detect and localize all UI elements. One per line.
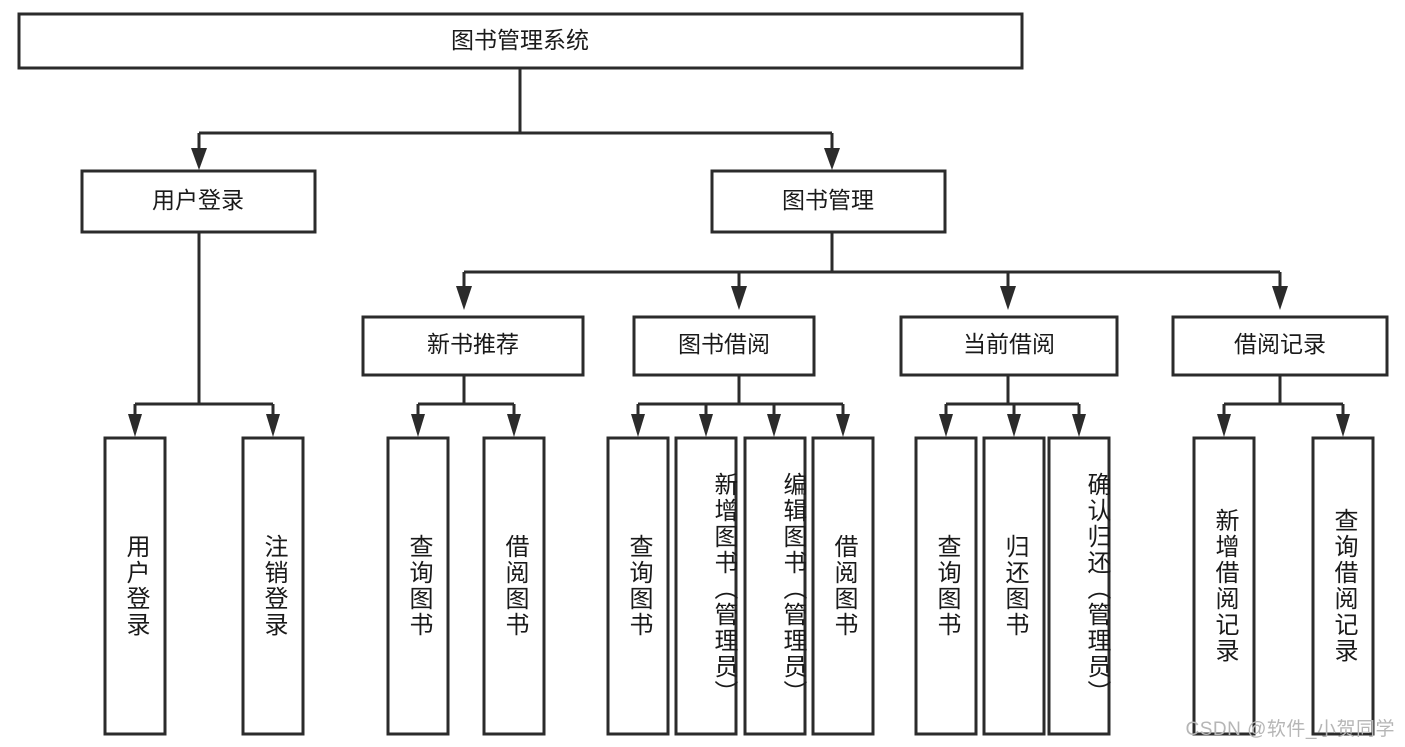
node-borrow-record-label: 借阅记录 [1234, 331, 1326, 357]
connector-group-current-borrow [939, 376, 1086, 437]
node-book-borrow-box[interactable] [632, 315, 816, 377]
arrowhead-leaf-query-book-3 [939, 414, 953, 437]
connector-group-book-manage [456, 232, 1288, 310]
leaf-box-query-record[interactable] [1311, 436, 1375, 736]
connector-group-user-login [128, 232, 280, 437]
node-user-login-label: 用户登录 [152, 187, 244, 213]
arrowhead-user-login [191, 148, 207, 170]
node-root[interactable]: 图书管理系统 [17, 12, 1024, 70]
node-borrow-record-box[interactable] [1171, 315, 1389, 377]
leaf-box-group [103, 436, 1375, 736]
node-current-borrow[interactable]: 当前借阅 [899, 315, 1119, 377]
node-root-box[interactable] [17, 12, 1024, 70]
arrowhead-leaf-user-logout [266, 414, 280, 437]
arrowhead-leaf-query-record [1336, 414, 1350, 437]
arrowhead-leaf-confirm-return [1072, 414, 1086, 437]
arrowhead-leaf-return-book [1007, 414, 1021, 437]
leaf-box-query-book-1[interactable] [386, 436, 450, 736]
leaf-box-return-book[interactable] [982, 436, 1046, 736]
node-new-book-rec-label: 新书推荐 [427, 331, 519, 357]
connector-group-new-book-rec [411, 376, 521, 437]
arrowhead-book-borrow [731, 286, 747, 310]
node-book-borrow[interactable]: 图书借阅 [632, 315, 816, 377]
node-book-manage[interactable]: 图书管理 [710, 169, 947, 234]
node-new-book-rec[interactable]: 新书推荐 [361, 315, 585, 377]
node-user-login[interactable]: 用户登录 [80, 169, 317, 234]
leaf-box-borrow-book-1[interactable] [482, 436, 546, 736]
arrowhead-leaf-query-book-1 [411, 414, 425, 437]
arrowhead-borrow-record [1272, 286, 1288, 310]
connector-group-root [191, 68, 840, 170]
node-book-borrow-label: 图书借阅 [678, 331, 770, 357]
node-root-label: 图书管理系统 [451, 27, 589, 53]
arrowhead-leaf-borrow-book-1 [507, 414, 521, 437]
arrowhead-leaf-add-record [1217, 414, 1231, 437]
node-current-borrow-label: 当前借阅 [963, 331, 1055, 357]
arrowhead-book-manage [824, 148, 840, 170]
arrowhead-current-borrow [1000, 286, 1016, 310]
leaf-box-user-login[interactable] [103, 436, 167, 736]
leaf-box-add-book[interactable] [674, 436, 738, 736]
arrowhead-leaf-query-book-2 [631, 414, 645, 437]
arrowhead-leaf-edit-book [767, 414, 781, 437]
leaf-box-query-book-2[interactable] [606, 436, 670, 736]
connector-group-book-borrow [631, 376, 850, 437]
leaf-box-borrow-book-2[interactable] [811, 436, 875, 736]
node-borrow-record[interactable]: 借阅记录 [1171, 315, 1389, 377]
node-new-book-rec-box[interactable] [361, 315, 585, 377]
node-book-manage-label: 图书管理 [782, 187, 874, 213]
connector-group-borrow-record [1217, 376, 1350, 437]
watermark-text: CSDN @软件_小贺同学 [1185, 719, 1395, 740]
node-book-manage-box[interactable] [710, 169, 947, 234]
leaf-box-add-record[interactable] [1192, 436, 1256, 736]
leaf-box-query-book-3[interactable] [914, 436, 978, 736]
arrowhead-leaf-add-book [699, 414, 713, 437]
arrowhead-new-book-rec [456, 286, 472, 310]
leaf-box-user-logout[interactable] [241, 436, 305, 736]
arrowhead-leaf-user-login [128, 414, 142, 437]
leaf-box-confirm-return[interactable] [1047, 436, 1111, 736]
node-user-login-box[interactable] [80, 169, 317, 234]
node-current-borrow-box[interactable] [899, 315, 1119, 377]
arrowhead-leaf-borrow-book-2 [836, 414, 850, 437]
leaf-box-edit-book[interactable] [743, 436, 807, 736]
